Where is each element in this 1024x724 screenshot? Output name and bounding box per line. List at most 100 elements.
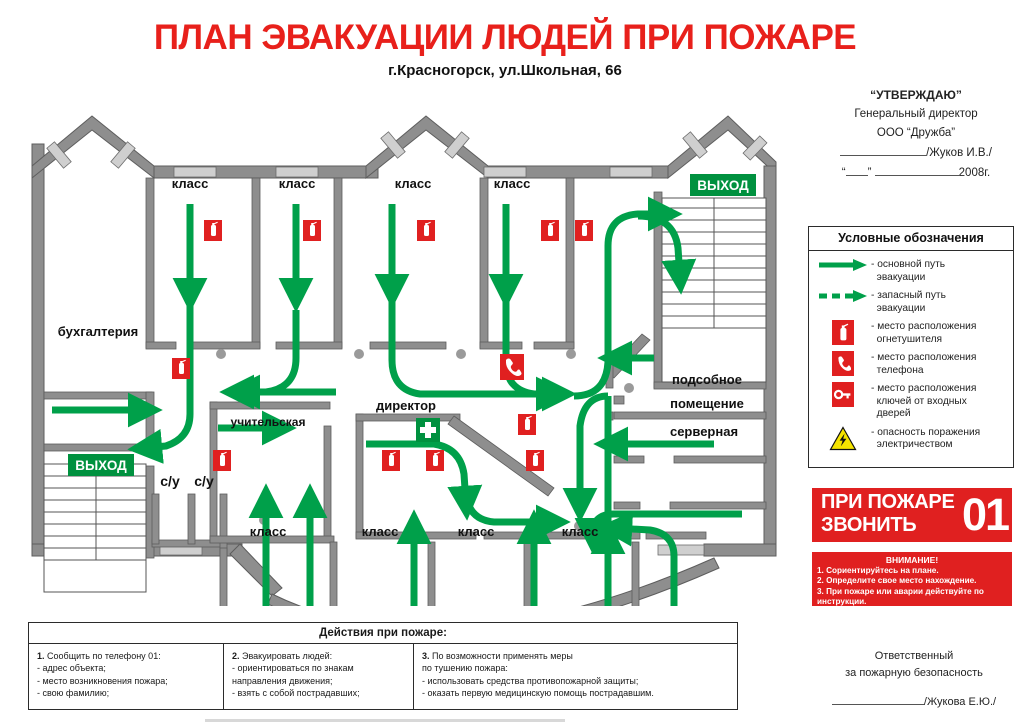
responsible-line1: Ответственный [874,650,954,662]
legend-text-telephone: - место расположения телефона [871,352,977,376]
fire-call-number: 01 [961,489,1010,540]
floor-plan: ВЫХОД ВЫХОД [14,96,794,606]
first-aid-icon [416,418,440,442]
legend-row-spare-route: - запасный путь эвакуации [815,289,1009,315]
room-label-server: серверная [670,424,738,439]
actions-col1-title: Сообщить по телефону 01: [47,651,161,661]
room-label-accounting: бухгалтерия [58,324,139,339]
actions-col3-item-1: по тушению пожара: [422,663,508,674]
approval-word: “УТВЕРЖДАЮ” [870,88,962,102]
responsible-signature-line [831,692,924,705]
room-label-director: директор [376,398,436,413]
room-label-utility-l2: помещение [670,396,744,411]
exit-signs: ВЫХОД ВЫХОД [68,174,756,476]
attention-title: ВНИМАНИЕ! [885,555,939,565]
room-label-class-top-1: класс [172,176,209,191]
date-month-line [874,163,959,176]
room-label-class-bot-1: класс [250,524,287,539]
responsible-signature-name: /Жукова Е.Ю./ [923,696,997,708]
attention-line-3: 3. При пожаре или аварии действуйте по [817,586,984,596]
telephone-icon [815,351,871,376]
actions-title: Действия при пожаре: [29,623,737,644]
actions-col1-heading: 1. Сообщить по телефону 01: [37,650,217,662]
room-label-class-bot-2: класс [362,524,399,539]
approval-organization: ООО “Дружба” [876,127,956,139]
legend-row-telephone: - место расположения телефона [815,351,1009,377]
room-label-class-top-4: класс [494,176,531,191]
actions-col2-num: 2. [232,651,240,661]
fire-call-line2: ЗВОНИТЬ [821,514,917,536]
attention-line-4: инструкции. [817,596,867,606]
fire-call-box: ПРИ ПОЖАРЕ ЗВОНИТЬ 01 [812,488,1012,542]
actions-col2-heading: 2. Эвакуировать людей: [232,650,407,662]
legend-row-electric-hazard: - опасность поражения электричеством [815,425,1009,452]
signature-line [840,143,927,156]
actions-col1-item-2: - место возникновения пожара; [37,675,168,686]
actions-table: Действия при пожаре: 1. Сообщить по теле… [28,622,738,710]
actions-col3-title: По возможности применять меры [432,651,573,661]
exit-sign-top-right: ВЫХОД [690,174,756,196]
approval-signature-name: /Жуков И.В./ [926,147,992,159]
svg-text:ВЫХОД: ВЫХОД [75,458,127,473]
legend-text-electric-hazard: - опасность поражения электричеством [871,426,981,451]
dashed-green-arrow-icon [815,289,871,303]
date-day-line [845,163,868,176]
page-address: г.Красногорск, ул.Школьная, 66 [388,62,622,79]
legend-box: Условные обозначения - основной путь эва… [808,226,1014,468]
actions-col1-item-3: - свою фамилию; [37,688,110,699]
actions-col3-item-2: - использовать средства противопожарной … [422,675,639,686]
responsible-signature-row: /Жукова Е.Ю./ [808,692,1020,711]
actions-col2-item-1: - ориентироваться по знакам [232,663,354,674]
legend-rows: - основной путь эвакуации - запасный пут… [809,251,1013,452]
approval-year: 2008г. [958,167,991,179]
attention-line-1: 1. Сориентируйтесь на плане. [817,566,939,575]
approval-signature-row: /Жуков И.В./ [812,143,1020,163]
legend-title: Условные обозначения [809,227,1013,251]
room-label-wc-2: с/у [194,473,214,489]
svg-text:ВЫХОД: ВЫХОД [697,178,749,193]
room-label-utility-l1: подсобное [672,372,742,387]
bottom-divider [205,719,565,722]
responsible-block: Ответственный за пожарную безопасность /… [808,648,1020,711]
room-label-wc-1: с/у [160,473,180,489]
actions-col3-num: 3. [422,651,430,661]
legend-row-keys: - место расположения ключей от входных д… [815,382,1009,421]
legend-text-extinguisher: - место расположения огнетушителя [871,321,977,345]
legend-row-main-route: - основной путь эвакуации [815,258,1009,284]
actions-col2-item-2: направления движения; [232,675,333,686]
date-quote-close: ” [867,167,872,179]
room-label-class-top-3: класс [395,176,432,191]
actions-column-2: 2. Эвакуировать людей: - ориентироваться… [224,644,414,710]
legend-text-keys: - место расположения ключей от входных д… [871,383,977,419]
fire-extinguisher-icon [815,320,871,345]
room-label-teachers-room: учительская [231,415,306,429]
actions-col1-num: 1. [37,651,45,661]
legend-text-main-route: - основной путь эвакуации [871,259,946,283]
electric-hazard-icon [815,425,871,451]
room-label-class-bot-4: класс [562,524,599,539]
exit-sign-left: ВЫХОД [68,454,134,476]
approval-block: “УТВЕРЖДАЮ” Генеральный директор ООО “Др… [812,86,1020,183]
date-quote-open: “ [841,167,846,179]
room-label-class-top-2: класс [279,176,316,191]
actions-column-3: 3. По возможности применять меры по туше… [414,644,737,710]
room-label-class-bot-3: класс [458,524,495,539]
attention-box: ВНИМАНИЕ! 1. Сориентируйтесь на плане. 2… [812,552,1012,606]
approval-position: Генеральный директор [854,108,978,120]
approval-date-row: “ ” 2008г. [812,163,1020,183]
key-icon [815,382,871,407]
actions-col3-item-3: - оказать первую медицинскую помощь пост… [422,688,654,699]
telephone-icon [500,354,524,380]
page-title: ПЛАН ЭВАКУАЦИИ ЛЮДЕЙ ПРИ ПОЖАРЕ [153,18,857,57]
room-labels: класс класс класс класс бухгалтерия учит… [58,176,744,539]
actions-col3-heading: 3. По возможности применять меры [422,650,731,662]
actions-col2-item-3: - взять с собой пострадавших; [232,688,360,699]
actions-col2-title: Эвакуировать людей: [242,651,333,661]
solid-green-arrow-icon [815,258,871,272]
actions-column-1: 1. Сообщить по телефону 01: - адрес объе… [29,644,224,710]
evacuation-routes [52,196,742,606]
fire-call-line1: ПРИ ПОЖАРЕ [821,491,955,513]
responsible-line2: за пожарную безопасность [845,667,983,679]
legend-text-spare-route: - запасный путь эвакуации [871,290,946,314]
